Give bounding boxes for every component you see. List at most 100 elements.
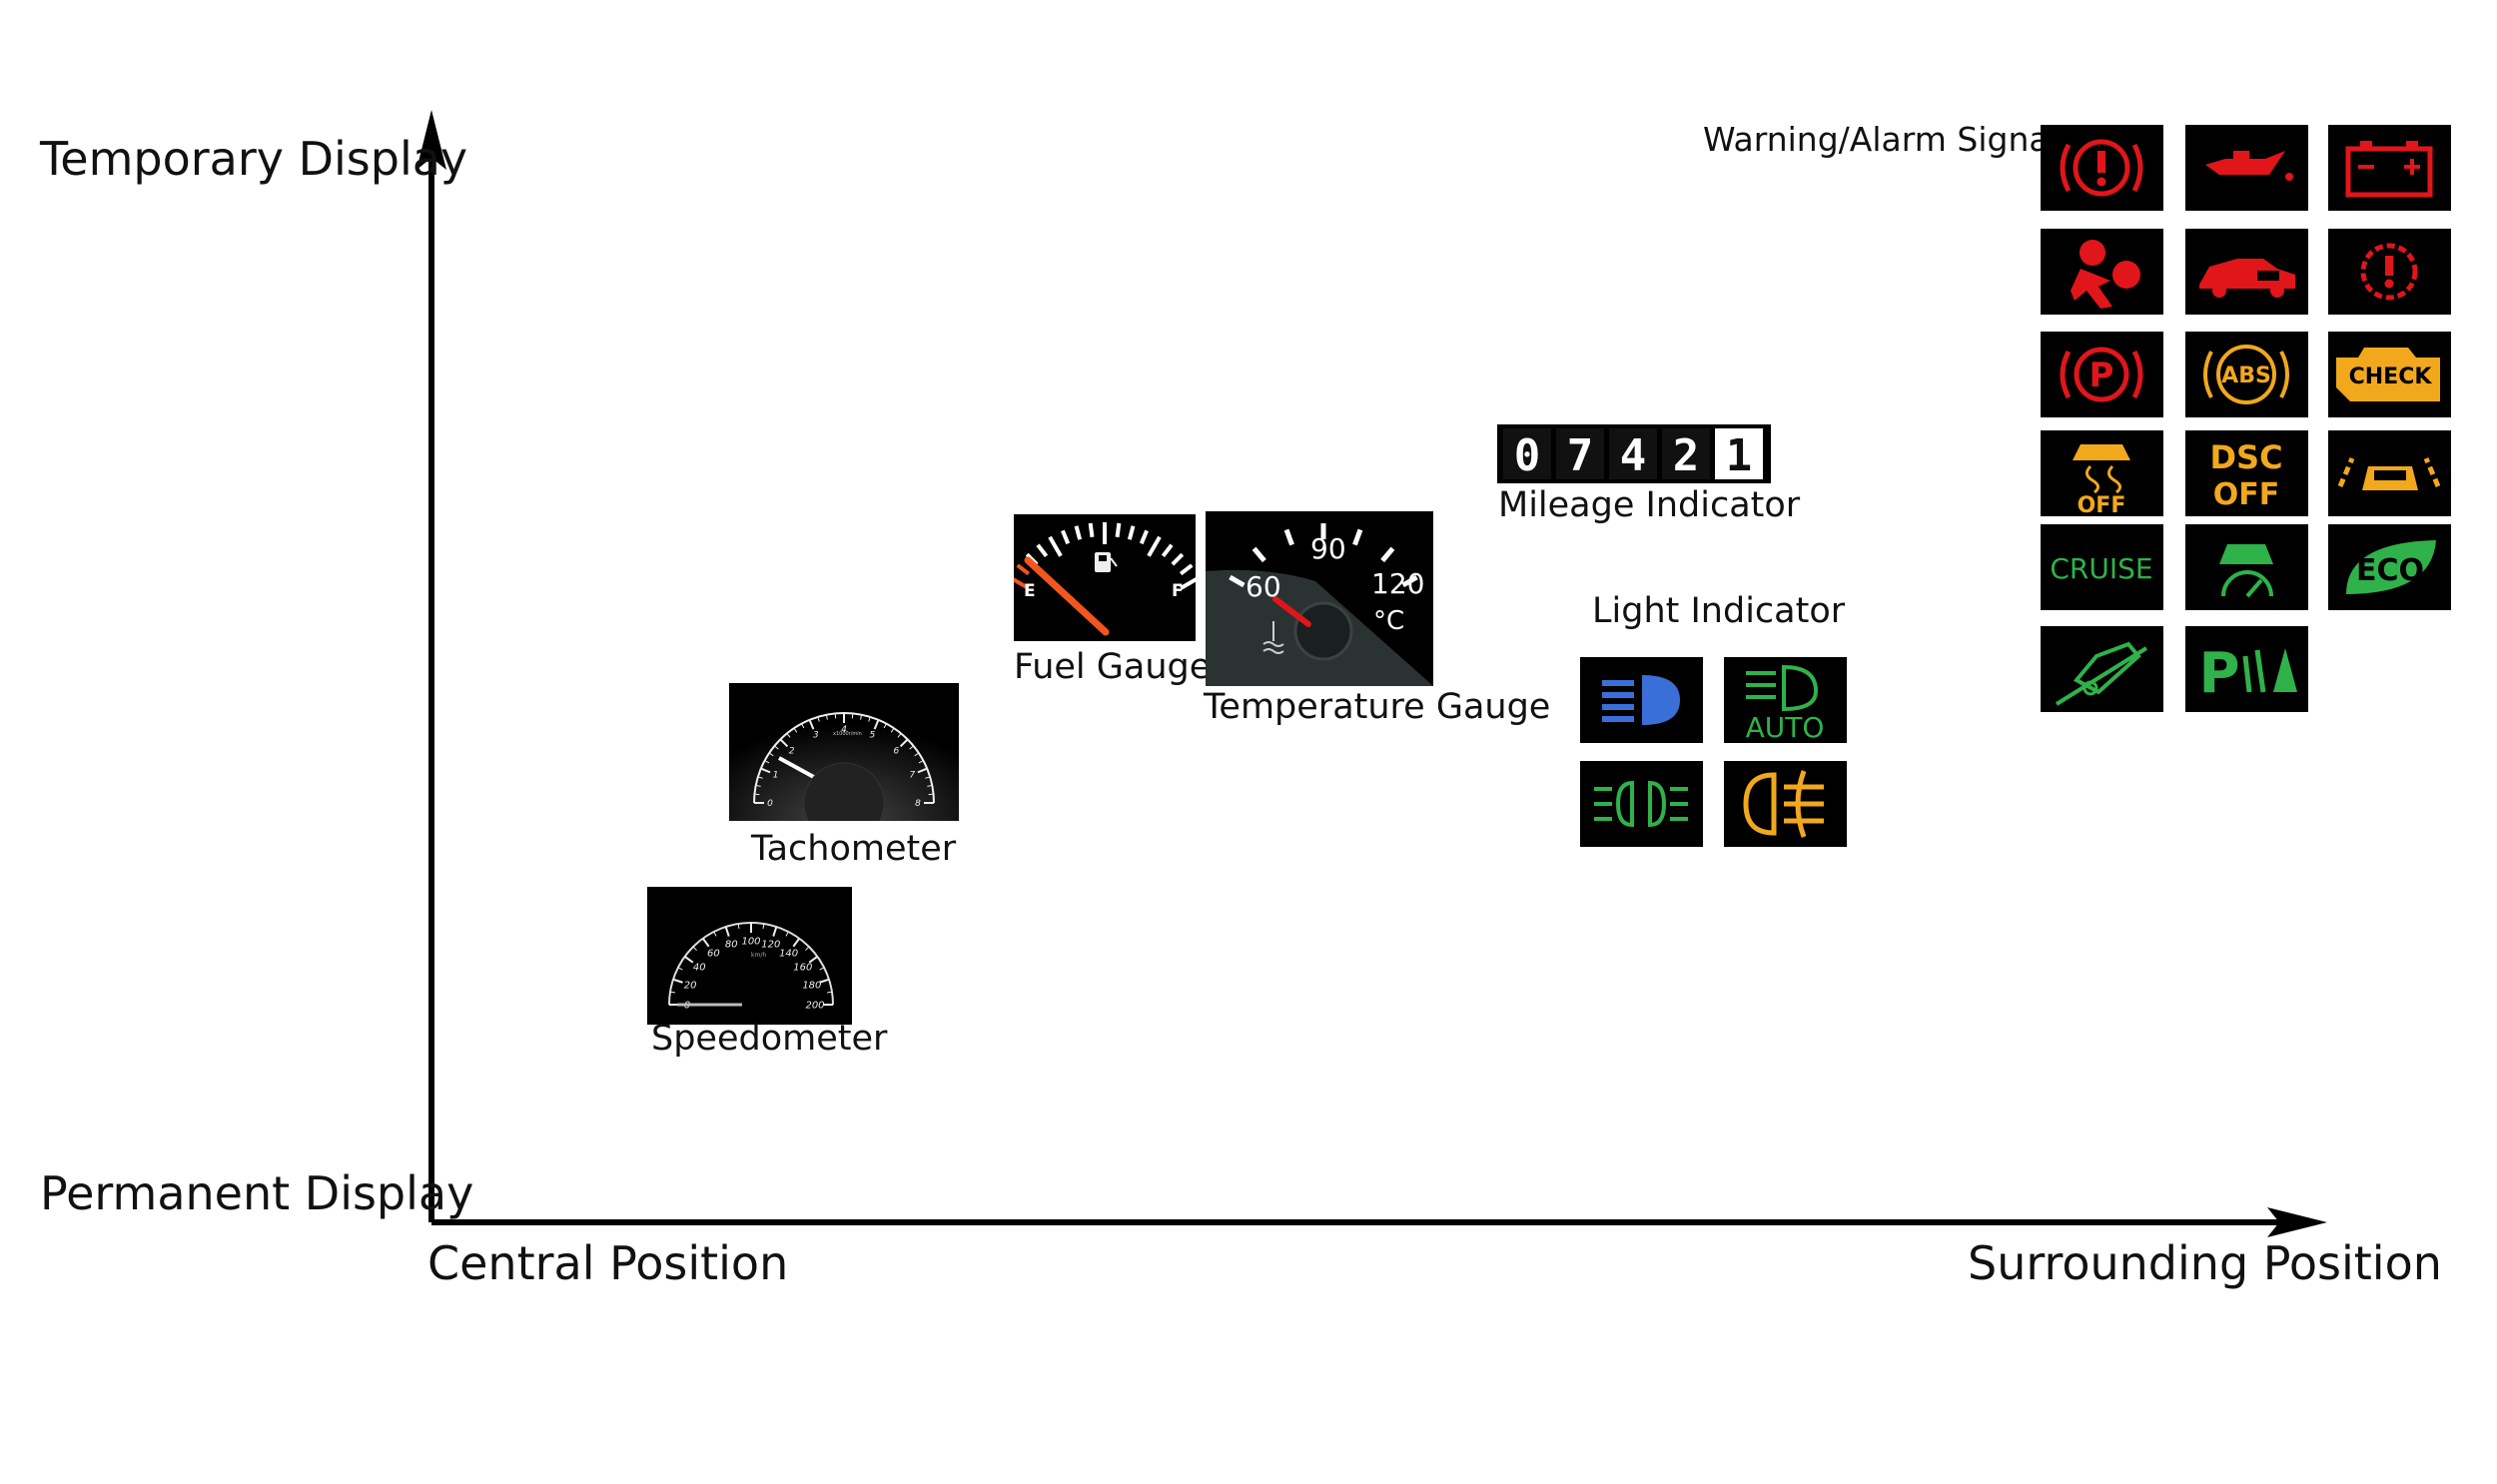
oil-pressure-icon [2185,125,2308,211]
speedometer-tick [669,991,676,994]
tachometer-tick [757,776,763,779]
tachometer-tick-label: 8 [915,799,921,809]
temp-high-mark: 120 [1371,567,1424,600]
tachometer-tick-label: 2 [789,747,795,757]
speedometer-tick [805,946,810,951]
fuel-gauge-panel: E F [1014,514,1196,641]
svg-text:CRUISE: CRUISE [2050,552,2152,585]
parking-brake-icon: P [2041,332,2163,417]
svg-text:x1000r/min: x1000r/min [833,731,862,737]
abs-icon: ABS [2185,332,2308,417]
speedometer-tick [819,967,825,971]
speedometer-tick-label: 20 [684,981,697,992]
speedometer-tick [672,978,683,984]
speedometer-tick [692,946,697,951]
tachometer-tick-label: 0 [767,799,773,809]
power-steering-icon [2328,229,2451,315]
fuel-tick [1061,529,1071,545]
y-axis-bottom-label: Permanent Display [40,1166,474,1220]
speedometer-tick-label: 100 [741,936,760,947]
tachometer-tick [768,752,774,757]
tachometer-tick [883,723,887,729]
speedometer-panel: 020406080100120140160180200 km/h [647,887,852,1025]
fuel-tick [1161,543,1174,558]
svg-text:P: P [2089,356,2114,395]
odometer-digit: 7 [1567,430,1594,481]
tachometer-tick [925,776,931,779]
speedometer-tick [701,938,710,948]
temp-tick [1401,574,1418,588]
tachometer-tick [779,738,789,748]
mileage-indicator-label: Mileage Indicator [1498,485,1801,525]
speedometer-tick [713,931,717,937]
speedometer-tick [737,923,740,930]
tachometer-tick [927,784,933,787]
speedometer-tick [792,938,801,948]
door-open-icon [2185,229,2308,315]
tachometer-tick [918,760,924,764]
svg-text:P: P [2198,641,2239,706]
cruise-icon: CRUISE [2041,524,2163,610]
speedometer-tick [762,923,765,930]
svg-text:OFF: OFF [2213,477,2280,512]
y-axis-arrow [416,110,446,170]
tachometer-tick [817,716,820,722]
hill-descent-icon [2041,626,2163,712]
tachometer-tick-label: 7 [909,771,915,781]
warning-signals-label: Warning/Alarm Signals [1703,120,2076,159]
tachometer-tick-label: 3 [813,731,819,741]
speedometer-tick-label: 80 [725,939,738,950]
tachometer-tick [793,727,798,733]
fuel-tick [1147,535,1162,557]
speedometer-tick-label: 120 [761,939,780,950]
temp-unit-mark: °C [1373,606,1404,636]
fuel-tick [1016,563,1031,576]
tachometer-tick [917,767,928,774]
odometer-cell [1662,428,1710,479]
speedometer-tick-label: 140 [779,949,798,960]
odometer-cell [1503,428,1551,479]
tachometer-tick [825,714,828,720]
temp-mid-mark: 90 [1310,532,1346,565]
speedometer-label: Speedometer [651,1019,888,1059]
odometer-digit: 4 [1620,430,1647,481]
tachometer-tick [860,714,863,720]
odometer-digit: 1 [1726,430,1753,481]
collision-warning-icon [2328,430,2451,516]
odometer-digit: 2 [1673,430,1700,481]
tachometer-tick [786,733,791,738]
speedometer-tick [724,926,730,937]
tachometer-tick [808,719,815,730]
speedometer-tick [677,967,683,971]
tachometer-tick [760,767,771,774]
tachometer-tick-label: 6 [893,747,899,757]
temperature-gauge-label: Temperature Gauge [1204,687,1551,727]
tachometer-tick [764,760,770,764]
fuel-tick [1088,522,1095,538]
auto-headlight-icon: AUTO [1724,657,1847,743]
speedometer-tick [785,931,789,937]
x-axis-left-label: Central Position [427,1236,789,1290]
y-axis-top-label: Temporary Display [40,132,468,186]
fuel-tick [1074,525,1083,540]
speedometer-tick-label: 60 [707,949,720,960]
svg-text:ABS: ABS [2221,364,2271,388]
tachometer-tick-label: 1 [773,771,779,781]
tachometer-tick [868,716,871,722]
x-axis-arrow [2267,1207,2327,1237]
eco-icon: ECO [2328,524,2451,610]
temp-tick [1229,574,1246,588]
temp-low-mark: 60 [1246,570,1281,603]
speedometer-tick [808,955,818,964]
temp-tick [1352,528,1363,546]
tachometer-tick [774,745,779,750]
speed-limiter-icon [2185,524,2308,610]
svg-text:CHECK: CHECK [2349,365,2433,389]
tachometer-tick-label: 4 [841,725,847,735]
brake-warning-icon [2041,125,2163,211]
fuel-tick [1014,577,1030,590]
